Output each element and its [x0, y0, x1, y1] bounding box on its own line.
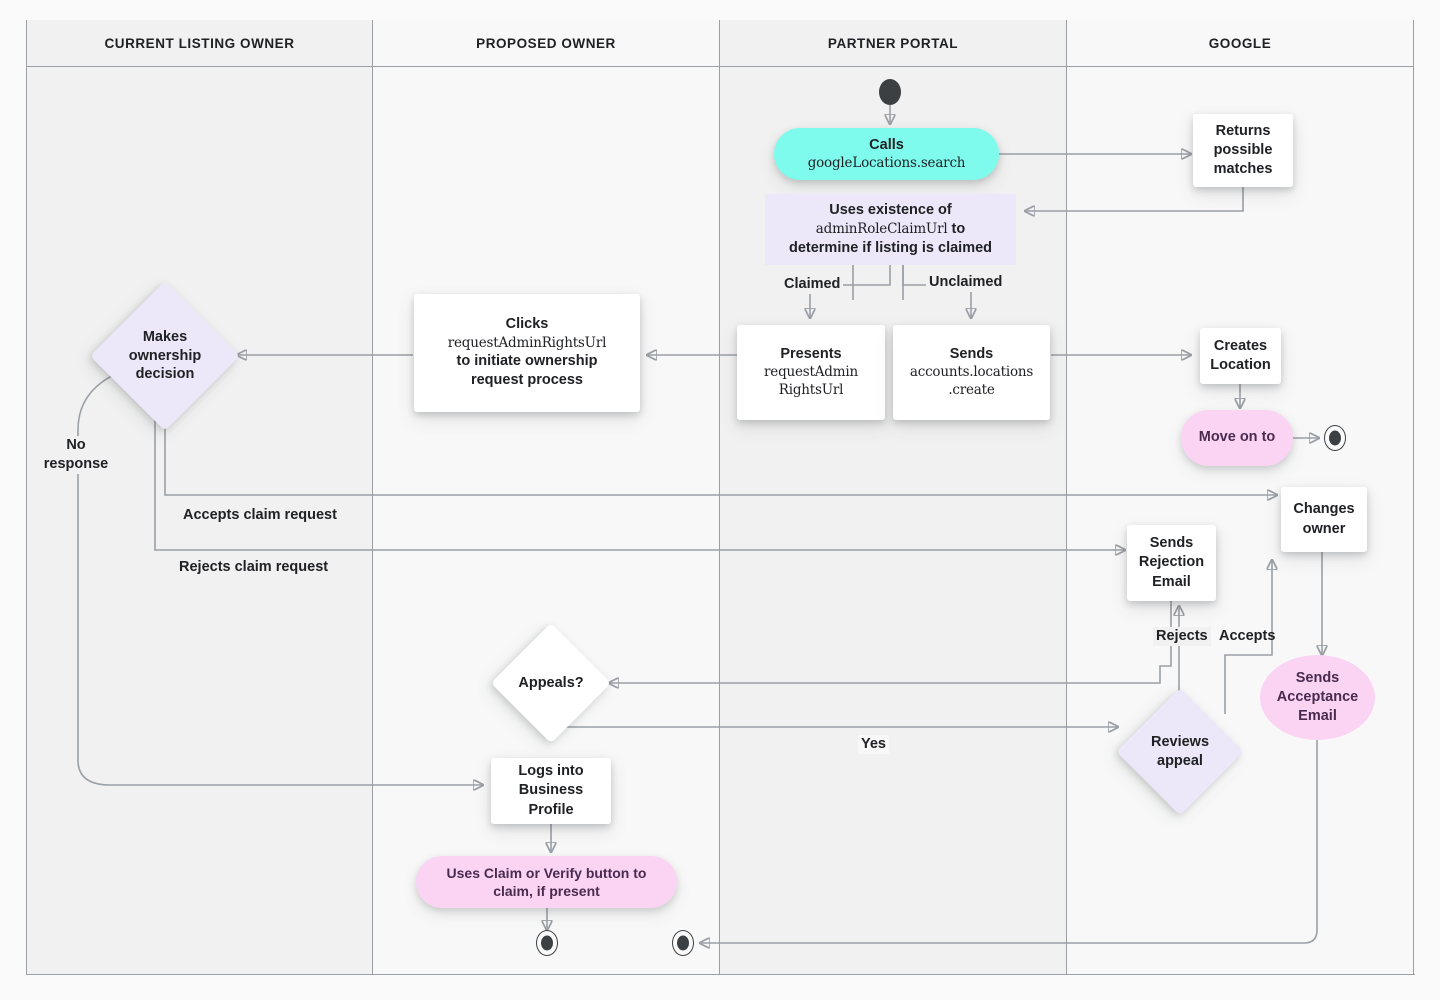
- node-reviews-appeal[interactable]: Reviews appeal: [1116, 688, 1244, 816]
- node-uses-existence-of-admin-role-claim-url[interactable]: Uses existence of adminRoleClaimUrl to d…: [765, 194, 1016, 265]
- node-label: Returns possible matches: [1213, 122, 1273, 178]
- swimlane-label: PROPOSED OWNER: [476, 35, 616, 51]
- edge-label-unclaimed: Unclaimed: [926, 273, 1006, 292]
- start-state-marker: [879, 79, 901, 105]
- node-creates-location[interactable]: Creates Location: [1200, 328, 1281, 384]
- end-state-marker-partner-portal: [672, 930, 694, 956]
- edge-uses-to-presents: [810, 265, 891, 318]
- swimlane-bottom-border: [26, 974, 1415, 975]
- node-appeals-decision[interactable]: Appeals?: [491, 623, 611, 743]
- edge-decision-accepts-to-changes-owner: [164, 396, 1277, 495]
- node-line-3: to initiate ownership: [456, 353, 598, 370]
- node-calls-google-locations-search[interactable]: Calls googleLocations.search: [774, 128, 999, 180]
- swimlane-header-proposed-owner: PROPOSED OWNER: [373, 20, 719, 66]
- node-code-line-1: requestAdmin: [764, 364, 858, 381]
- node-line-1: Uses existence of: [829, 201, 952, 218]
- edge-decision-rejects-to-rejection-email: [154, 396, 1125, 550]
- swimlane-header-current-listing-owner: CURRENT LISTING OWNER: [27, 20, 372, 66]
- node-clicks-request-admin-rights-url[interactable]: Clicks requestAdminRightsUrl to initiate…: [414, 294, 640, 412]
- end-state-marker-proposed-owner: [536, 930, 558, 956]
- node-title: Calls: [869, 136, 904, 153]
- node-label: Appeals?: [518, 674, 584, 691]
- edge-label-accepts: Accepts: [1219, 628, 1276, 644]
- node-line-2-tail: to: [947, 220, 966, 237]
- node-logs-into-business-profile[interactable]: Logs into Business Profile: [491, 758, 611, 824]
- swimlane-label: CURRENT LISTING OWNER: [104, 35, 295, 51]
- node-label: Sends Rejection Email: [1138, 535, 1205, 590]
- node-code: adminRoleClaimUrl: [815, 220, 948, 237]
- node-line-3: determine if listing is claimed: [788, 240, 993, 257]
- node-code-line-2: RightsUrl: [778, 382, 844, 399]
- node-move-on-to[interactable]: Move on to: [1181, 410, 1293, 466]
- node-label: Uses Claim or Verify button to claim, if…: [446, 864, 647, 899]
- node-label: Reviews appeal: [1150, 734, 1210, 769]
- node-line-2: adminRoleClaimUrl to: [789, 220, 992, 239]
- swimlane-header-partner-portal: PARTNER PORTAL: [720, 20, 1066, 66]
- edge-label-claimed: Claimed: [781, 275, 844, 294]
- node-sends-acceptance-email[interactable]: Sends Acceptance Email: [1260, 655, 1375, 740]
- node-title: Clicks: [505, 316, 549, 333]
- swimlane-label: PARTNER PORTAL: [827, 35, 959, 51]
- edge-returns-to-uses: [1025, 186, 1244, 211]
- node-uses-claim-or-verify-button[interactable]: Uses Claim or Verify button to claim, if…: [416, 856, 677, 908]
- node-sends-rejection-email[interactable]: Sends Rejection Email: [1127, 525, 1216, 601]
- edge-label-rejects: Rejects: [1153, 627, 1211, 646]
- end-state-marker-google: [1324, 425, 1346, 451]
- edge-label-accepts-claim-request: Accepts claim request: [180, 506, 340, 525]
- edge-reviews-accepts-to-changes-owner: [1224, 560, 1272, 714]
- edge-rejection-email-to-appeals: [609, 600, 1172, 683]
- node-code-line-1: accounts.locations: [909, 364, 1034, 381]
- node-code: requestAdminRightsUrl: [447, 334, 607, 351]
- node-label: Move on to: [1198, 429, 1276, 446]
- edge-acceptance-email-to-end: [700, 740, 1318, 943]
- node-label: Creates Location: [1210, 337, 1271, 373]
- edge-label-no-response: No response: [40, 436, 112, 474]
- node-code: googleLocations.search: [807, 154, 966, 171]
- node-code-line-2: .create: [948, 382, 995, 399]
- edge-decision-noresponse-to-logs-in: [77, 371, 483, 785]
- node-makes-ownership-decision[interactable]: Makes ownership decision: [90, 281, 240, 431]
- edge-label-yes: Yes: [858, 735, 889, 754]
- node-title: Sends: [949, 346, 994, 363]
- node-label: Changes owner: [1293, 501, 1355, 537]
- swimlane-label: GOOGLE: [1208, 35, 1272, 51]
- node-returns-possible-matches[interactable]: Returns possible matches: [1193, 114, 1293, 187]
- node-label: Sends Acceptance Email: [1276, 669, 1359, 725]
- edge-label-rejects-claim-request: Rejects claim request: [176, 558, 332, 577]
- swimlane-header-google: GOOGLE: [1067, 20, 1413, 66]
- node-label: Makes ownership decision: [128, 328, 202, 383]
- node-changes-owner[interactable]: Changes owner: [1281, 487, 1367, 552]
- node-presents-request-admin-rights-url[interactable]: Presents requestAdmin RightsUrl: [737, 325, 885, 420]
- node-title: Presents: [780, 346, 842, 363]
- node-sends-accounts-locations-create[interactable]: Sends accounts.locations .create: [893, 325, 1050, 420]
- node-line-4: request process: [470, 372, 583, 389]
- edge-appeals-yes-to-reviews: [550, 712, 1118, 727]
- node-label: Logs into Business Profile: [518, 763, 584, 818]
